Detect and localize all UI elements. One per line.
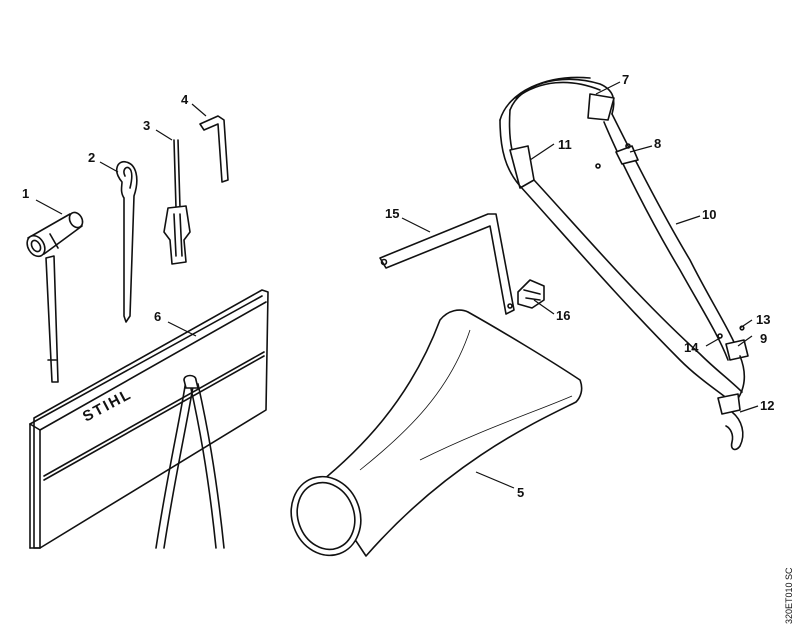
part-label-7: 7 xyxy=(622,72,629,87)
screwdriver xyxy=(163,139,191,265)
part-label-10: 10 xyxy=(702,207,716,222)
part-label-12: 12 xyxy=(760,398,774,413)
part-label-3: 3 xyxy=(143,118,150,133)
part-label-13: 13 xyxy=(756,312,770,327)
part-label-16: 16 xyxy=(556,308,570,323)
nozzle xyxy=(290,309,583,557)
part-labels: 1 2 3 4 5 6 7 8 9 10 11 12 13 14 15 16 xyxy=(22,72,774,500)
knob xyxy=(517,279,545,309)
harness-strap xyxy=(499,76,749,451)
part-label-5: 5 xyxy=(517,485,524,500)
part-label-2: 2 xyxy=(88,150,95,165)
part-label-8: 8 xyxy=(654,136,661,151)
part-label-15: 15 xyxy=(385,206,399,221)
bracket xyxy=(379,213,515,315)
leader-lines xyxy=(35,81,759,489)
combination-wrench xyxy=(26,211,84,383)
loop-tool xyxy=(115,160,138,323)
drawing-code: 320ET010 SC xyxy=(784,567,794,624)
part-label-9: 9 xyxy=(760,331,767,346)
part-label-4: 4 xyxy=(181,92,189,107)
part-label-1: 1 xyxy=(22,186,29,201)
part-label-14: 14 xyxy=(684,340,699,355)
part-label-11: 11 xyxy=(558,137,572,152)
part-label-6: 6 xyxy=(154,309,161,324)
tool-bag: STIHL xyxy=(29,289,269,549)
hex-key xyxy=(199,115,229,183)
